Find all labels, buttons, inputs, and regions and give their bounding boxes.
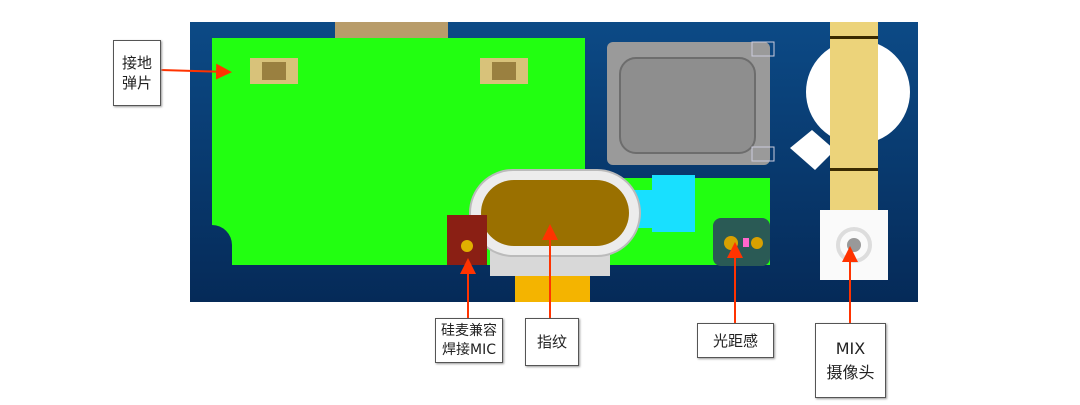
label-text: 指纹 — [536, 333, 567, 351]
proximity-sensor-module — [713, 218, 770, 266]
label-line: MIX — [835, 338, 866, 358]
label-mic: 硅麦兼容 焊接MIC — [435, 318, 503, 363]
callout-arrows — [160, 63, 858, 323]
label-line: 硅麦兼容 — [441, 322, 497, 339]
label-text: 光距感 — [712, 331, 758, 350]
label-fingerprint: 指纹 — [525, 318, 579, 366]
ground-spring-left — [250, 58, 298, 84]
label-line: 接地 — [121, 54, 152, 72]
label-camera: MIX 摄像头 — [815, 323, 886, 398]
label-line: 弹片 — [121, 74, 152, 92]
top-connector — [335, 22, 448, 38]
speaker — [607, 41, 775, 165]
ground-spring-right — [480, 58, 528, 84]
fingerprint-sensor — [469, 169, 641, 257]
label-line: 摄像头 — [826, 362, 875, 382]
label-proximity-sensor: 光距感 — [697, 323, 774, 358]
mic-pad — [447, 215, 487, 265]
label-ground-spring: 接地 弹片 — [113, 40, 161, 106]
camera-flex — [790, 22, 910, 280]
label-line: 焊接MIC — [442, 341, 496, 358]
